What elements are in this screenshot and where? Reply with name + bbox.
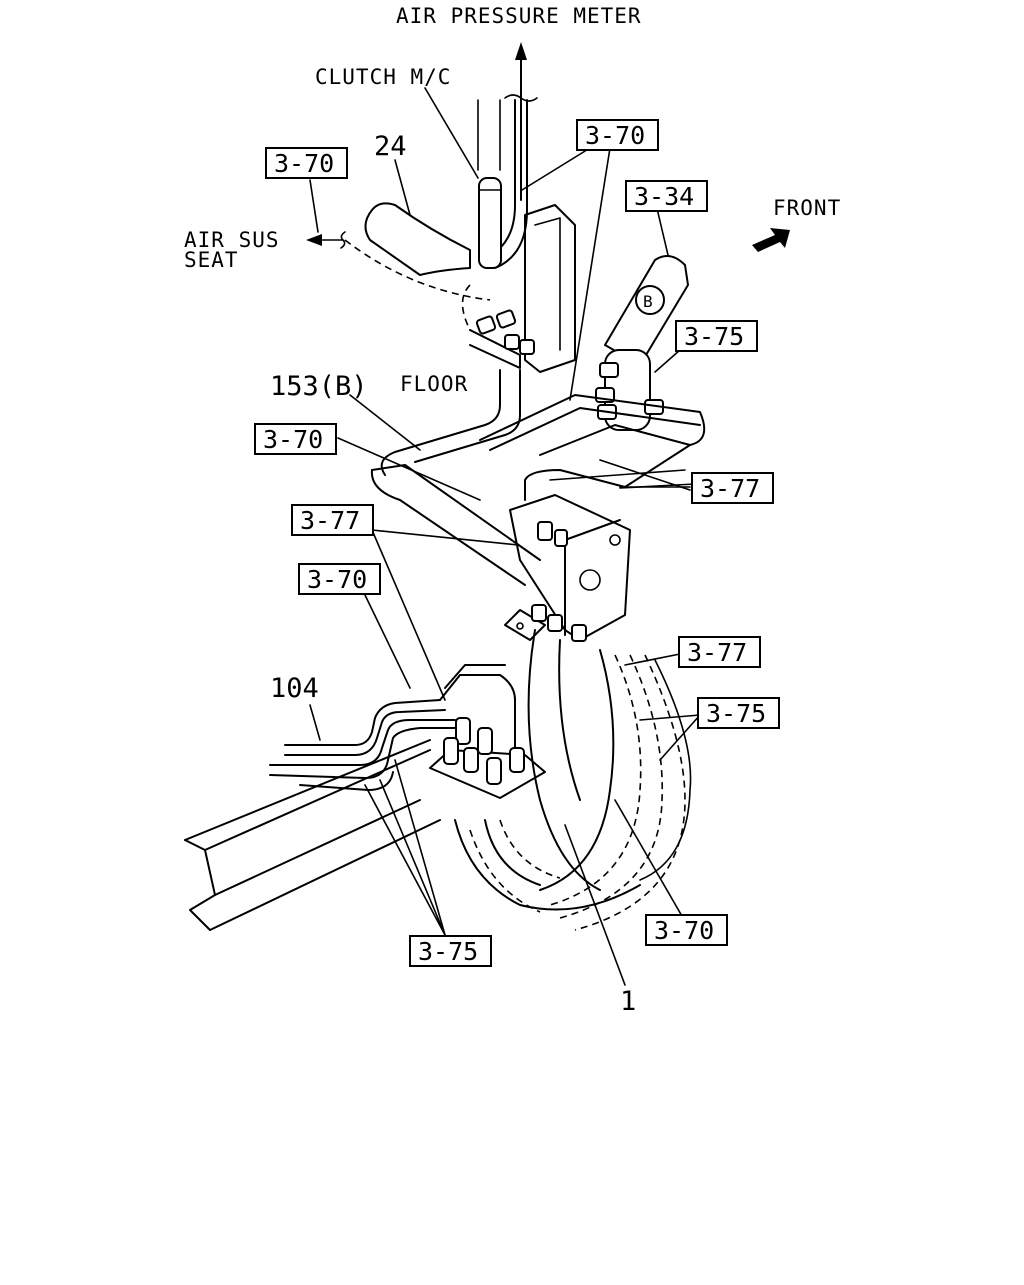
ref-box-7[interactable]: 3-77 [291,504,374,536]
pipe-153b [349,369,541,586]
ref-label: 3-75 [706,699,766,728]
ref-box-11[interactable]: 3-70 [645,914,728,946]
front-label: FRONT [773,196,841,220]
ref-label: 3-70 [263,425,323,454]
ref-box-6[interactable]: 3-77 [691,472,774,504]
ref-label: 3-70 [654,916,714,945]
ref-label: 3-75 [418,937,478,966]
lower-bracket-fittings [531,521,587,642]
ref-box-2[interactable]: 3-70 [576,119,659,151]
valve-3-34 [604,199,689,431]
ref-label: 3-77 [687,638,747,667]
ref-box-5[interactable]: 3-70 [254,423,337,455]
floor-label: FLOOR [400,372,468,396]
clutch-mc-pipe [424,87,502,269]
part-104-label: 104 [270,673,319,704]
part-1-label: 1 [620,986,636,1017]
ref-label: 3-77 [300,506,360,535]
front-arrow-icon [752,228,790,252]
pipe-104-bundle [269,664,516,791]
air-sus-seat-arrow [306,179,346,249]
ref-box-8[interactable]: 3-70 [298,563,381,595]
frame-crossmember [184,739,441,931]
lower-bracket [504,494,631,641]
air-pressure-meter-label: AIR PRESSURE METER [396,4,642,28]
ref-box-9[interactable]: 3-77 [678,636,761,668]
fittings-upper [475,309,535,355]
ref-box-12[interactable]: 3-75 [409,935,492,967]
clutch-mc-label: CLUTCH M/C [315,65,451,89]
ref-label: 3-77 [700,474,760,503]
valve-fittings [595,362,664,420]
manifold [429,717,546,799]
ref-label: 3-70 [585,121,645,150]
leader-lines [337,147,701,936]
ref-label: 3-70 [274,149,334,178]
air-sus-label: AIR SUS [184,228,280,252]
ref-label: 3-70 [307,565,367,594]
ref-box-4[interactable]: 3-75 [675,320,758,352]
fitting-b-label: B [643,292,653,311]
ref-box-3[interactable]: 3-34 [625,180,708,212]
bracket-24 [344,159,576,373]
ref-label: 3-34 [634,182,694,211]
part-24-label: 24 [374,131,407,162]
part-153b-label: 153(B) [270,371,368,402]
seat-label: SEAT [184,248,239,272]
ref-box-10[interactable]: 3-75 [697,697,780,729]
ref-box-1[interactable]: 3-70 [265,147,348,179]
pipe-bundle-1 [454,629,692,986]
ref-label: 3-75 [684,322,744,351]
